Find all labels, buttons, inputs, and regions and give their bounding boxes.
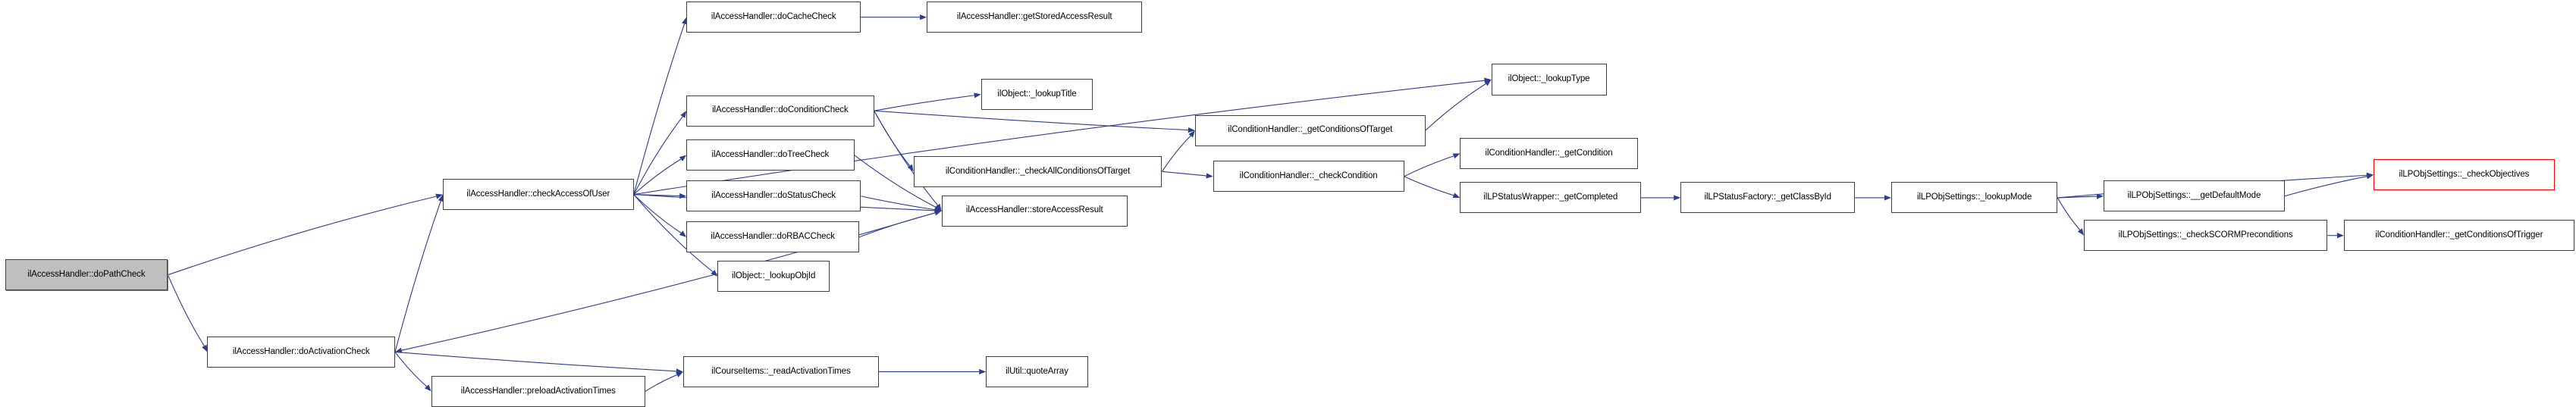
- graph-node-lookupMode[interactable]: ilLPObjSettings::_lookupMode: [1891, 182, 2058, 214]
- edge-doPathCheck-to-checkAccessOfUser: [168, 196, 437, 276]
- arrowhead-doActivationCheck-to-preloadActivationTimes: [424, 384, 431, 392]
- arrowhead-doCacheCheck-to-getStoredAccessResult: [920, 14, 927, 20]
- arrowhead-readActivationTimes-to-quoteArray: [979, 368, 987, 375]
- graph-node-quoteArray[interactable]: ilUtil::quoteArray: [986, 355, 1088, 388]
- graph-node-checkCondition[interactable]: ilConditionHandler::_checkCondition: [1213, 161, 1404, 193]
- arrowhead-checkAccessOfUser-to-lookupObjId: [711, 269, 718, 277]
- edge-checkAccessOfUser-to-lookupObjId: [633, 194, 714, 272]
- arrowhead-storeAccessResult-to-doActivationCheck: [394, 347, 403, 353]
- graph-node-storeAccessResult[interactable]: ilAccessHandler::storeAccessResult: [941, 195, 1128, 227]
- edge-storeAccessResult-to-doActivationCheck: [401, 210, 942, 351]
- edge-checkAccessOfUser-to-doTreeCheck: [633, 158, 682, 196]
- arrowhead-getClassById-to-lookupMode: [1884, 195, 1892, 201]
- arrowhead-doPathCheck-to-doActivationCheck: [202, 344, 208, 352]
- graph-node-getConditionsOfTarget[interactable]: ilConditionHandler::_getConditionsOfTarg…: [1194, 114, 1426, 146]
- edge-doStatusCheck-to-storeAccessResult: [861, 196, 935, 211]
- graph-node-doRBACCheck[interactable]: ilAccessHandler::doRBACCheck: [686, 221, 860, 253]
- edge-lookupMode-to-checkSCORMPreconditions: [2057, 197, 2081, 230]
- arrowhead-doActivationCheck-to-checkAccessOfUser: [438, 194, 444, 202]
- graph-node-getCondition[interactable]: ilConditionHandler::_getCondition: [1460, 137, 1638, 170]
- graph-node-lookupType[interactable]: ilObject::_lookupType: [1491, 64, 1607, 95]
- edge-checkAllConditionsOfTarget-to-checkCondition: [1162, 171, 1206, 177]
- arrowhead-getCompleted-to-getClassById: [1674, 195, 1681, 201]
- graph-node-checkAllConditionsOfTarget[interactable]: ilConditionHandler::_checkAllConditionsO…: [913, 155, 1162, 187]
- edge-checkCondition-to-getCondition: [1404, 155, 1454, 177]
- arrowhead-checkCondition-to-getCompleted: [1452, 193, 1461, 199]
- arrowhead-checkSCORMPreconditions-to-getConditionsOfTrigger: [2336, 233, 2344, 239]
- graph-node-lookupObjId[interactable]: ilObject::_lookupObjId: [717, 261, 830, 293]
- edge-checkAccessOfUser-to-doConditionCheck: [633, 116, 683, 195]
- arrowhead-checkAccessOfUser-to-doCacheCheck: [682, 17, 688, 25]
- arrowhead-doConditionCheck-to-getConditionsOfTarget: [1188, 127, 1195, 133]
- edge-doConditionCheck-to-storeAccessResult: [874, 110, 938, 206]
- edge-getDefaultMode-to-checkObjectives: [2284, 176, 2367, 197]
- edge-checkCondition-to-getCompleted: [1404, 176, 1454, 196]
- graph-node-preloadActivationTimes[interactable]: ilAccessHandler::preloadActivationTimes: [431, 375, 645, 407]
- graph-node-checkObjectives[interactable]: ilLPObjSettings::_checkObjectives: [2374, 159, 2555, 191]
- graph-node-getClassById[interactable]: ilLPStatusFactory::_getClassById: [1680, 182, 1856, 214]
- graph-node-doTreeCheck[interactable]: ilAccessHandler::doTreeCheck: [686, 139, 855, 171]
- edge-checkAccessOfUser-to-lookupType: [633, 80, 1485, 196]
- arrowhead-getDefaultMode-to-checkObjectives: [2366, 174, 2374, 180]
- edge-getConditionsOfTarget-to-lookupType: [1425, 83, 1486, 131]
- edge-checkAccessOfUser-to-doCacheCheck: [633, 23, 686, 195]
- arrowhead-getConditionsOfTarget-to-lookupType: [1484, 80, 1492, 86]
- graph-node-getStoredAccessResult[interactable]: ilAccessHandler::getStoredAccessResult: [927, 2, 1143, 33]
- graph-node-doActivationCheck[interactable]: ilAccessHandler::doActivationCheck: [207, 336, 395, 368]
- graph-node-getCompleted[interactable]: ilLPStatusWrapper::_getCompleted: [1460, 182, 1642, 214]
- edge-doTreeCheck-to-storeAccessResult: [854, 155, 937, 208]
- edge-doActivationCheck-to-readActivationTimes: [394, 351, 676, 372]
- edge-checkAllConditionsOfTarget-to-getConditionsOfTarget: [1161, 135, 1191, 172]
- graph-node-doCacheCheck[interactable]: ilAccessHandler::doCacheCheck: [686, 2, 861, 33]
- arrowhead-checkAccessOfUser-to-doConditionCheck: [680, 111, 687, 118]
- arrowhead-doConditionCheck-to-lookupTitle: [974, 92, 981, 99]
- graph-node-checkSCORMPreconditions[interactable]: ilLPObjSettings::_checkSCORMPrecondition…: [2083, 220, 2328, 252]
- graph-node-readActivationTimes[interactable]: ilCourseItems::_readActivationTimes: [682, 355, 880, 388]
- arrowhead-checkAllConditionsOfTarget-to-getConditionsOfTarget: [1188, 130, 1195, 138]
- graph-node-checkAccessOfUser[interactable]: ilAccessHandler::checkAccessOfUser: [442, 179, 634, 211]
- arrowhead-doConditionCheck-to-checkAllConditionsOfTarget: [907, 164, 914, 172]
- arrowhead-preloadActivationTimes-to-readActivationTimes: [676, 371, 683, 377]
- arrowhead-doPathCheck-to-checkAccessOfUser: [435, 193, 443, 199]
- graph-node-getDefaultMode[interactable]: ilLPObjSettings::__getDefaultMode: [2104, 180, 2285, 212]
- arrowhead-checkAllConditionsOfTarget-to-checkCondition: [1206, 173, 1213, 179]
- edge-doActivationCheck-to-checkAccessOfUser: [394, 201, 441, 352]
- arrowhead-lookupMode-to-getDefaultMode: [2096, 193, 2104, 199]
- edge-checkAccessOfUser-to-doRBACCheck: [633, 194, 682, 233]
- arrowhead-checkAccessOfUser-to-doTreeCheck: [679, 155, 687, 161]
- graph-node-doStatusCheck[interactable]: ilAccessHandler::doStatusCheck: [686, 180, 861, 212]
- edge-doActivationCheck-to-preloadActivationTimes: [394, 352, 427, 387]
- graph-node-lookupTitle[interactable]: ilObject::_lookupTitle: [981, 78, 1093, 111]
- arrowhead-checkAccessOfUser-to-doRBACCheck: [679, 230, 687, 237]
- arrowhead-lookupMode-to-checkSCORMPreconditions: [2077, 228, 2084, 236]
- edge-doConditionCheck-to-getConditionsOfTarget: [874, 110, 1188, 131]
- edge-preloadActivationTimes-to-readActivationTimes: [645, 374, 678, 392]
- graph-node-getConditionsOfTrigger[interactable]: ilConditionHandler::_getConditionsOfTrig…: [2343, 220, 2574, 252]
- arrowhead-checkCondition-to-getCondition: [1452, 153, 1461, 159]
- graph-node-doConditionCheck[interactable]: ilAccessHandler::doConditionCheck: [686, 95, 874, 127]
- graph-node-doPathCheck[interactable]: ilAccessHandler::doPathCheck: [5, 259, 168, 291]
- edge-doPathCheck-to-doActivationCheck: [167, 274, 205, 346]
- edge-doConditionCheck-to-lookupTitle: [874, 95, 974, 111]
